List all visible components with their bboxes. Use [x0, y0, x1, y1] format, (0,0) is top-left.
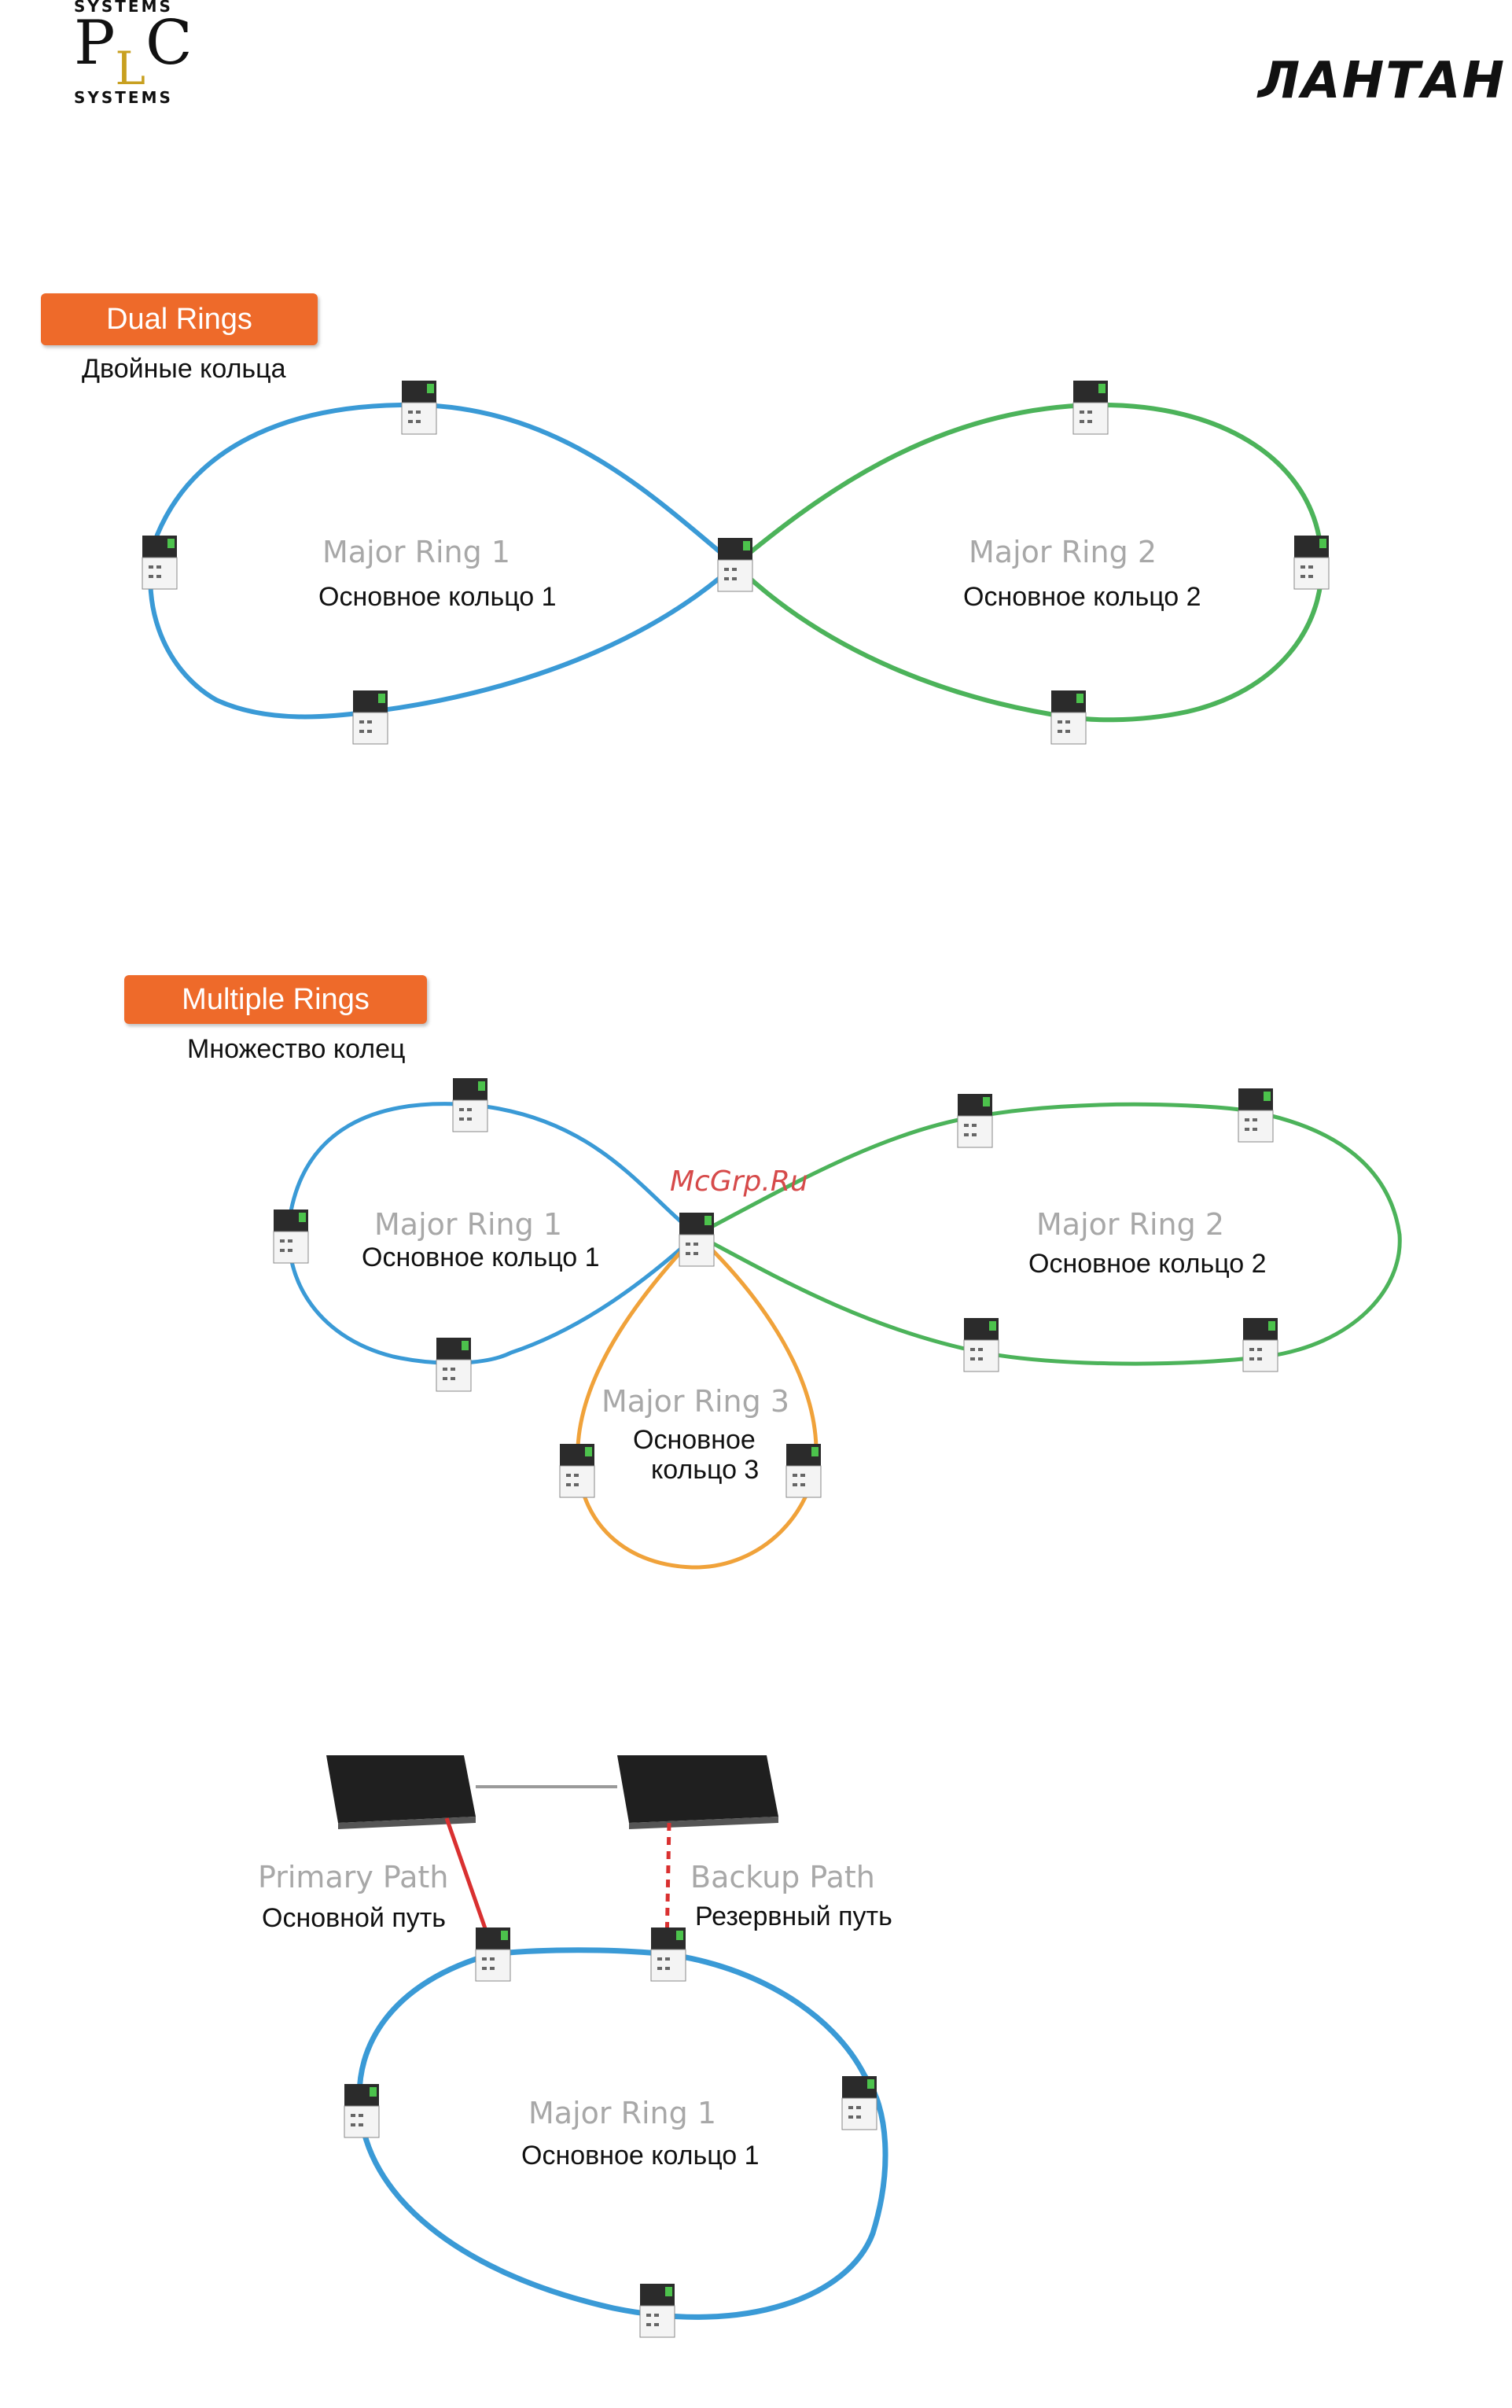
backup-path-label-ru: Резервный путь	[695, 1902, 892, 1931]
switch-icon	[475, 1927, 511, 1982]
backup-path-label: Backup Path	[690, 1860, 875, 1894]
dual-rings-caption: Двойные кольца	[82, 354, 286, 384]
switch-icon	[273, 1209, 309, 1264]
dual-major-ring-1-link	[148, 402, 738, 720]
switch-icon	[963, 1317, 999, 1372]
backup-path-link	[664, 1822, 671, 1947]
switch-icon	[1242, 1317, 1278, 1372]
pb-ring-name: Major Ring 1	[528, 2096, 717, 2130]
multi-major-ring-3-link	[576, 1233, 819, 1570]
pb-ring-name-ru: Основное кольцо 1	[521, 2141, 760, 2171]
primary-backup-diagram	[326, 1755, 888, 2338]
switch-icon	[841, 2075, 877, 2130]
multi-ring-2-name: Major Ring 2	[1036, 1207, 1225, 1242]
dual-ring-2-name: Major Ring 2	[969, 535, 1157, 569]
switch-icon	[452, 1077, 488, 1132]
multiple-rings-badge: Multiple Rings	[124, 975, 427, 1024]
switch-icon	[650, 1927, 686, 1982]
primary-path-label-ru: Основной путь	[262, 1903, 447, 1933]
pb-major-ring-1-link	[356, 1947, 888, 2320]
switch-icon	[1072, 380, 1109, 435]
switch-icon	[142, 535, 178, 590]
multi-ring-3-name-ru-line1: Основное	[633, 1425, 756, 1455]
dual-ring-1-name-ru: Основное кольцо 1	[318, 582, 557, 612]
watermark: McGrp.Ru	[670, 1165, 808, 1198]
switch-icon	[352, 690, 388, 745]
plc-logo-top-text: SYSTEMS	[74, 0, 173, 16]
multi-ring-1-name: Major Ring 1	[374, 1207, 563, 1242]
primary-path-label: Primary Path	[258, 1860, 449, 1894]
multi-ring-1-name-ru: Основное кольцо 1	[362, 1243, 600, 1272]
primary-path-link	[444, 1817, 494, 1947]
dual-major-ring-2-link	[733, 402, 1324, 723]
multiple-rings-diagram	[273, 1077, 1402, 1570]
switch-icon	[1293, 535, 1330, 590]
multi-ring-2-name-ru: Основное кольцо 2	[1028, 1249, 1267, 1279]
multiple-rings-caption: Множество колец	[187, 1034, 406, 1064]
dual-rings-badge: Dual Rings	[41, 293, 318, 345]
switch-icon	[436, 1337, 472, 1392]
switch-icon	[559, 1443, 595, 1498]
switch-icon	[1238, 1088, 1274, 1143]
multi-ring-3-name-ru-line2: кольцо 3	[651, 1455, 760, 1485]
plc-logo-bottom-text: SYSTEMS	[74, 88, 173, 107]
dual-rings-diagram	[142, 380, 1330, 745]
plc-logo-l: L	[115, 42, 145, 95]
switch-icon	[679, 1212, 715, 1267]
switch-icon	[639, 2283, 675, 2338]
switch-icon	[717, 537, 753, 592]
rack-switch-icon	[617, 1755, 778, 1829]
dual-ring-2-name-ru: Основное кольцо 2	[963, 582, 1201, 612]
switch-icon	[785, 1443, 822, 1498]
lantan-logo: ЛАНТАН	[1258, 52, 1506, 110]
switch-icon	[344, 2083, 380, 2138]
switch-icon	[957, 1093, 993, 1148]
switch-icon	[1050, 690, 1087, 745]
plc-logo: PLC	[74, 8, 193, 95]
multi-ring-3-name: Major Ring 3	[601, 1384, 790, 1419]
dual-ring-1-name: Major Ring 1	[322, 535, 511, 569]
switch-icon	[401, 380, 437, 435]
rack-switch-icon	[326, 1755, 476, 1829]
